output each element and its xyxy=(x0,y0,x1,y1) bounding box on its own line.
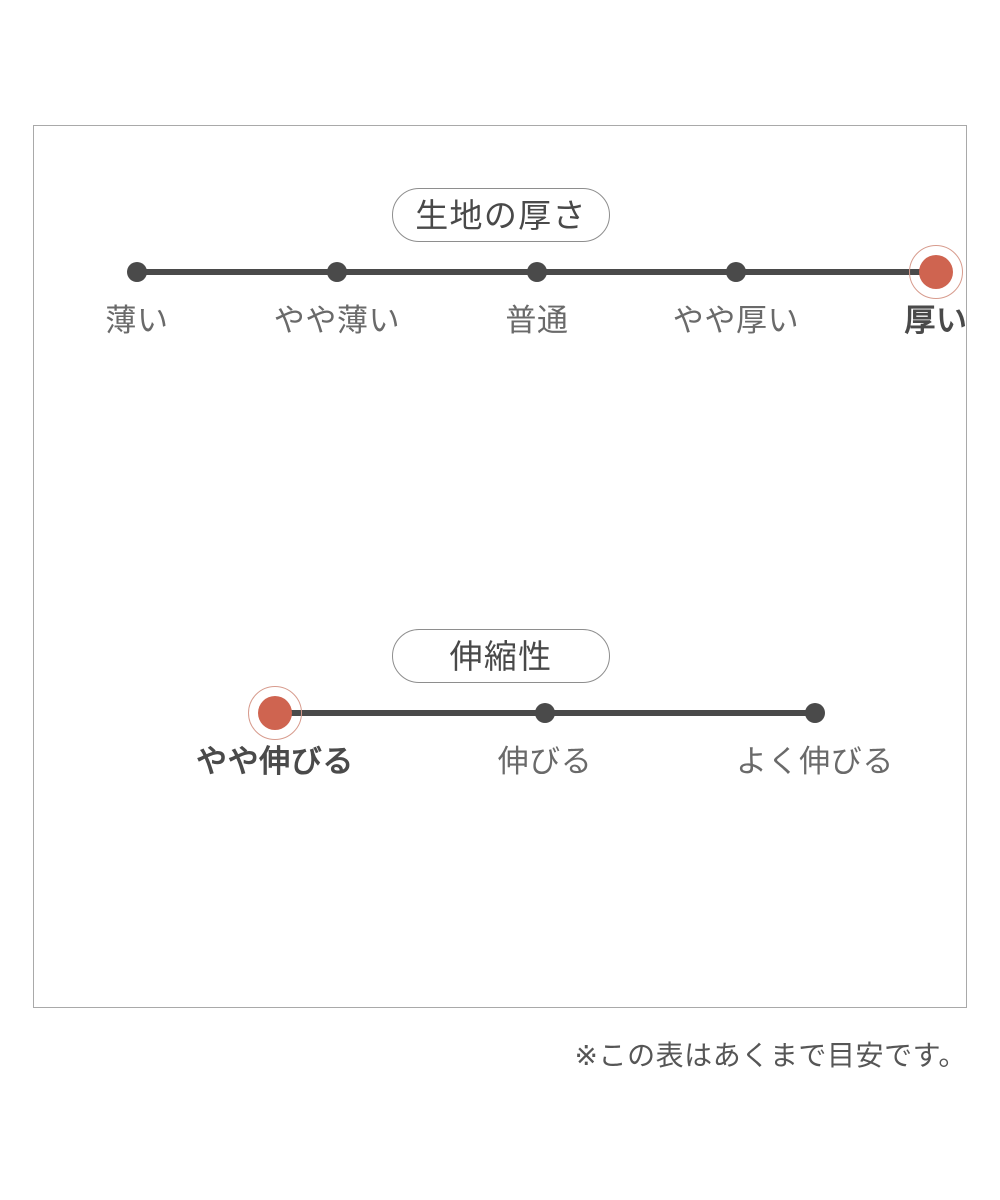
pill-wrap-stretchiness: 伸縮性 xyxy=(34,629,968,683)
scale-dot-normal[interactable] xyxy=(527,262,547,282)
scale-label-stretchy: 伸びる xyxy=(497,744,593,779)
scale-label-slightly-thin: やや薄い xyxy=(273,303,401,338)
spec-card-frame: 生地の厚さ 薄い やや薄い 普通 やや厚い 厚い xyxy=(33,125,967,1008)
section-title-label: 伸縮性 xyxy=(449,637,553,675)
scale-dot-slightly-thin[interactable] xyxy=(327,262,347,282)
scale-labels-stretchiness: やや伸びる 伸びる よく伸びる xyxy=(34,743,968,799)
scale-track-fabric-thickness xyxy=(34,242,968,302)
scale-dot-ring-thick xyxy=(909,245,963,299)
scale-section-stretchiness: 伸縮性 やや伸びる 伸びる よく伸びる xyxy=(34,629,968,799)
scale-labels-fabric-thickness: 薄い やや薄い 普通 やや厚い 厚い xyxy=(34,302,968,358)
scale-dot-thin[interactable] xyxy=(127,262,147,282)
scale-dot-slightly-stretchy-selected[interactable] xyxy=(258,696,292,730)
scale-dot-thick-selected[interactable] xyxy=(919,255,953,289)
scale-label-slightly-stretchy: やや伸びる xyxy=(195,744,355,779)
section-title-pill-fabric-thickness: 生地の厚さ xyxy=(392,188,610,242)
scale-track-stretchiness xyxy=(34,683,968,743)
scale-label-normal: 普通 xyxy=(505,303,569,338)
pill-wrap-fabric-thickness: 生地の厚さ xyxy=(34,188,968,242)
section-title-pill-stretchiness: 伸縮性 xyxy=(392,629,610,683)
scale-label-thin: 薄い xyxy=(105,303,169,338)
scale-dot-ring-slightly-stretchy xyxy=(248,686,302,740)
footnote-text: ※この表はあくまで目安です。 xyxy=(574,1040,967,1071)
scale-label-very-stretchy: よく伸びる xyxy=(735,744,895,779)
scale-dot-slightly-thick[interactable] xyxy=(726,262,746,282)
scale-dot-very-stretchy[interactable] xyxy=(805,703,825,723)
scale-dot-stretchy[interactable] xyxy=(535,703,555,723)
section-title-label: 生地の厚さ xyxy=(415,196,587,234)
scale-label-thick: 厚い xyxy=(904,303,968,338)
scale-section-fabric-thickness: 生地の厚さ 薄い やや薄い 普通 やや厚い 厚い xyxy=(34,188,968,358)
scale-label-slightly-thick: やや厚い xyxy=(672,303,800,338)
